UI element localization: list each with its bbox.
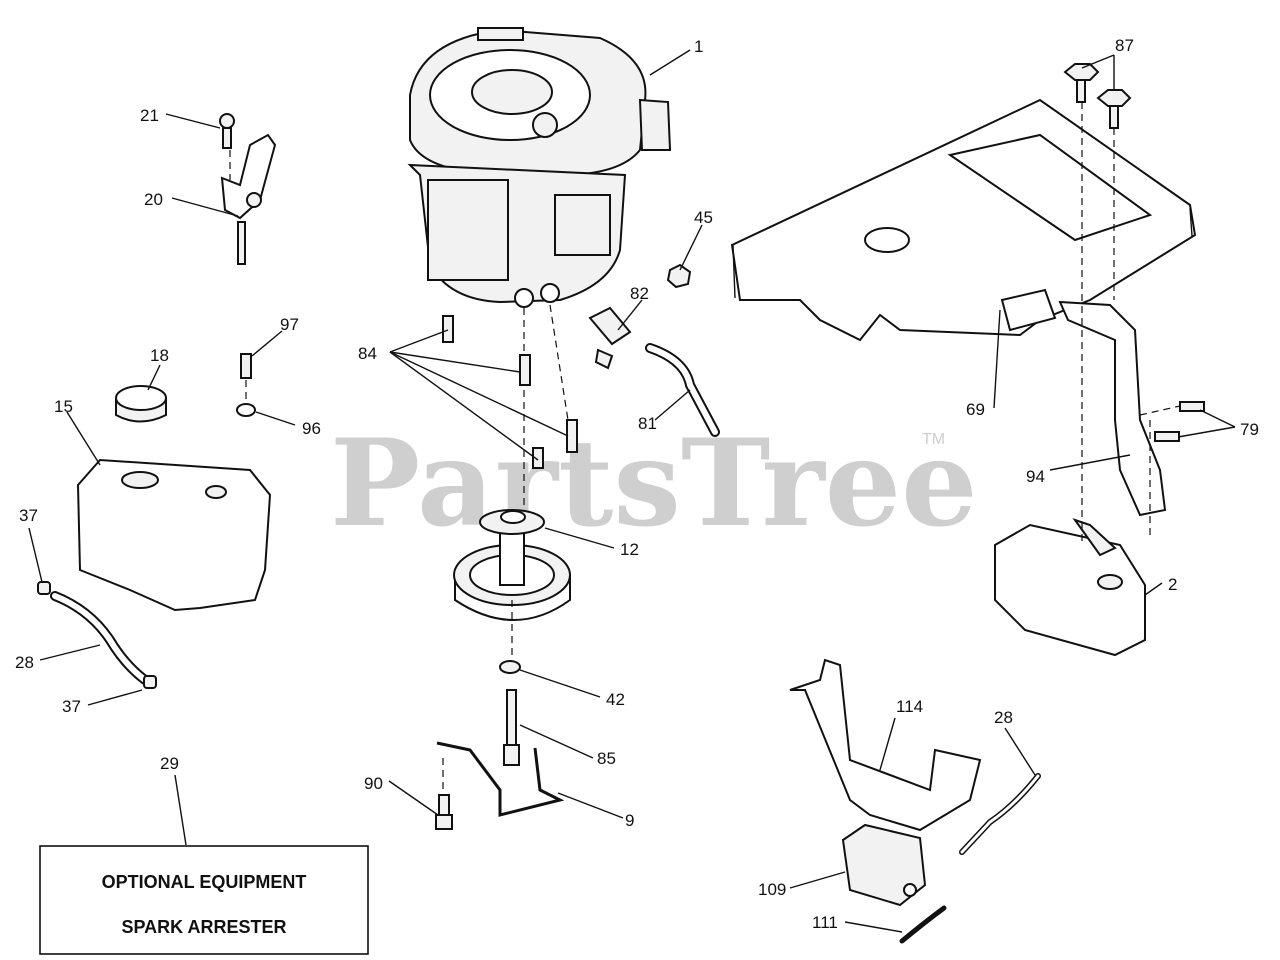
fuel-cap-18[interactable] <box>115 385 167 423</box>
fuel-line-28-left[interactable] <box>50 591 150 685</box>
callout-90: 90 <box>364 774 383 793</box>
exhaust-pipe-94[interactable] <box>1058 300 1167 517</box>
callout-29: 29 <box>160 754 179 773</box>
callout-12: 12 <box>620 540 639 559</box>
spark-arrester-109[interactable] <box>841 823 927 907</box>
callout-82: 82 <box>630 284 649 303</box>
callout-2: 2 <box>1168 575 1177 594</box>
engine-part-1[interactable] <box>407 27 672 308</box>
fuel-tank-15[interactable] <box>76 458 272 612</box>
clamp-37-top[interactable] <box>37 581 51 595</box>
bracket-114[interactable] <box>789 658 982 832</box>
alignment-lines <box>229 102 1181 795</box>
engine-mounting-plate[interactable] <box>730 98 1197 342</box>
watermark-text: PartsTree <box>330 413 977 554</box>
bracket-9[interactable] <box>436 741 565 817</box>
callout-9: 9 <box>625 811 634 830</box>
callout-1: 1 <box>694 37 703 56</box>
screw-21[interactable] <box>219 113 235 149</box>
bolt-90[interactable] <box>435 794 453 830</box>
leader-lines <box>28 49 1236 933</box>
callout-87: 87 <box>1115 36 1134 55</box>
washer-96[interactable] <box>236 403 256 417</box>
callout-84: 84 <box>358 344 377 363</box>
callout-114: 114 <box>896 697 923 716</box>
fitting-82[interactable] <box>588 306 632 370</box>
callout-97: 97 <box>280 315 299 334</box>
hose-28-right[interactable] <box>959 773 1041 855</box>
callout-20: 20 <box>144 190 163 209</box>
hose-111[interactable] <box>899 905 947 944</box>
callout-28-left: 28 <box>15 653 34 672</box>
muffler-2[interactable] <box>994 518 1146 657</box>
callout-81: 81 <box>638 414 657 433</box>
callout-94: 94 <box>1026 467 1045 486</box>
spark-arrester-label: SPARK ARRESTER <box>121 917 286 937</box>
optional-equipment-label: OPTIONAL EQUIPMENT <box>102 872 307 892</box>
callout-37-top: 37 <box>19 506 38 525</box>
gasket-69[interactable] <box>1000 288 1057 332</box>
screws-79[interactable] <box>1154 401 1205 442</box>
callout-111: 111 <box>812 913 838 932</box>
callout-28-right: 28 <box>994 708 1013 727</box>
callout-42: 42 <box>606 690 625 709</box>
callout-109: 109 <box>758 880 786 899</box>
optional-equipment-box <box>39 845 369 955</box>
callout-45: 45 <box>694 208 713 227</box>
callout-18: 18 <box>150 346 169 365</box>
pulley-12[interactable] <box>453 509 571 621</box>
watermark-trademark: TM <box>922 431 945 448</box>
hose-81[interactable] <box>645 343 720 437</box>
callout-labels: 1 87 21 20 45 82 97 84 18 15 96 81 69 79… <box>15 36 1259 932</box>
washer-42[interactable] <box>499 660 521 674</box>
clamp-37-bottom[interactable] <box>143 675 157 689</box>
callout-15: 15 <box>54 397 73 416</box>
callout-79: 79 <box>1240 420 1259 439</box>
bolt-87[interactable] <box>1063 63 1132 129</box>
bolts-84[interactable] <box>442 315 578 469</box>
callout-96: 96 <box>302 419 321 438</box>
throttle-bracket-20[interactable] <box>220 133 277 265</box>
callout-85: 85 <box>597 749 616 768</box>
bolt-85[interactable] <box>503 689 520 766</box>
callout-21: 21 <box>140 106 159 125</box>
nut-45[interactable] <box>666 263 692 289</box>
callout-37-bottom: 37 <box>62 697 81 716</box>
bolt-97[interactable] <box>240 353 252 379</box>
callout-69: 69 <box>966 400 985 419</box>
